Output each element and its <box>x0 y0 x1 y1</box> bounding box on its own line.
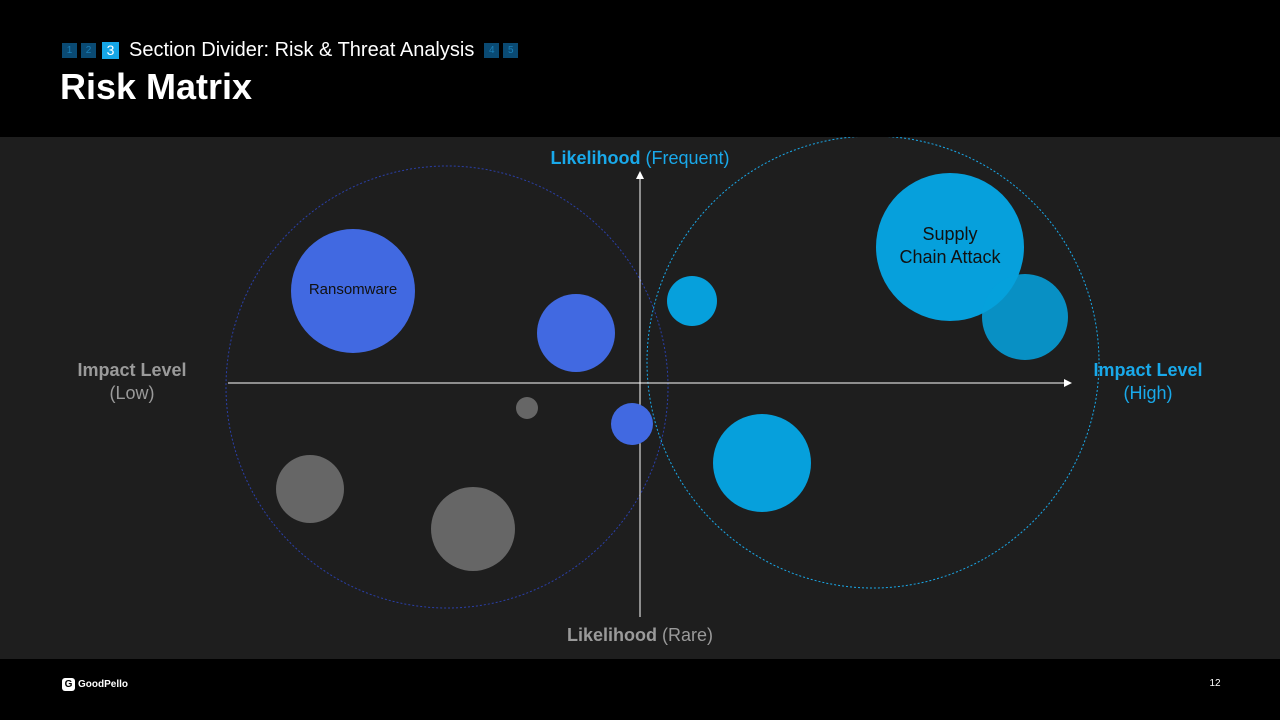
low-impact-group-outline <box>225 165 669 609</box>
supply-chain-label: Supply Chain Attack <box>870 223 1030 269</box>
high-impact-group-outline <box>646 137 1100 589</box>
logo-text: GoodPello <box>78 679 128 690</box>
risk-bubble-cyan-small[interactable] <box>667 276 717 326</box>
risk-bubble-supply-chain[interactable] <box>876 173 1024 321</box>
risk-bubble-gray-medium[interactable] <box>276 455 344 523</box>
section-step-2[interactable]: 2 <box>81 42 96 58</box>
supply-chain-label-line1: Supply <box>922 224 978 244</box>
risk-bubble-gray-large[interactable] <box>431 487 515 571</box>
impact-high-label: Impact Level (High) <box>1068 359 1228 405</box>
risk-bubble-gray-small[interactable] <box>516 397 538 419</box>
impact-right-bold: Impact Level <box>1093 360 1203 380</box>
section-breadcrumb: 1 2 3 Section Divider: Risk & Threat Ana… <box>62 38 519 62</box>
risk-bubble-blue-medium[interactable] <box>537 294 615 372</box>
risk-matrix-diagram <box>225 137 1100 617</box>
likelihood-rare-label: Likelihood (Rare) <box>520 625 760 646</box>
logo-icon: G <box>62 678 75 691</box>
likelihood-top-bold: Likelihood <box>550 148 641 168</box>
likelihood-frequent-label: Likelihood (Frequent) <box>520 148 760 169</box>
slide-header: 1 2 3 Section Divider: Risk & Threat Ana… <box>0 0 1280 137</box>
impact-left-bold: Impact Level <box>77 360 187 380</box>
impact-low-label: Impact Level (Low) <box>52 359 212 405</box>
impact-right-note: (High) <box>1123 383 1173 403</box>
page-number: 12 <box>1209 678 1221 689</box>
section-step-4[interactable]: 4 <box>484 42 500 58</box>
likelihood-top-note: (Frequent) <box>645 148 730 168</box>
impact-left-note: (Low) <box>109 383 155 403</box>
likelihood-bottom-bold: Likelihood <box>566 625 657 645</box>
section-step-5[interactable]: 5 <box>503 42 519 58</box>
supply-chain-label-line2: Chain Attack <box>899 247 1001 267</box>
page-title: Risk Matrix <box>60 66 253 107</box>
risk-bubble-cyan-large[interactable] <box>713 414 811 512</box>
risk-bubble-cyan-overlap[interactable] <box>982 274 1068 360</box>
risk-bubble-blue-small[interactable] <box>611 403 653 445</box>
section-step-3-active[interactable]: 3 <box>102 41 119 59</box>
section-label: Section Divider: Risk & Threat Analysis <box>129 38 475 61</box>
likelihood-bottom-note: (Rare) <box>662 625 714 645</box>
risk-bubble-ransomware[interactable] <box>291 229 415 353</box>
ransomware-label: Ransomware <box>308 281 398 298</box>
risk-matrix-panel: Likelihood (Frequent) Likelihood (Rare) … <box>0 137 1280 659</box>
slide-footer: G GoodPello 12 <box>0 659 1280 720</box>
section-step-1[interactable]: 1 <box>62 42 77 58</box>
brand-logo: G GoodPello <box>62 678 128 691</box>
